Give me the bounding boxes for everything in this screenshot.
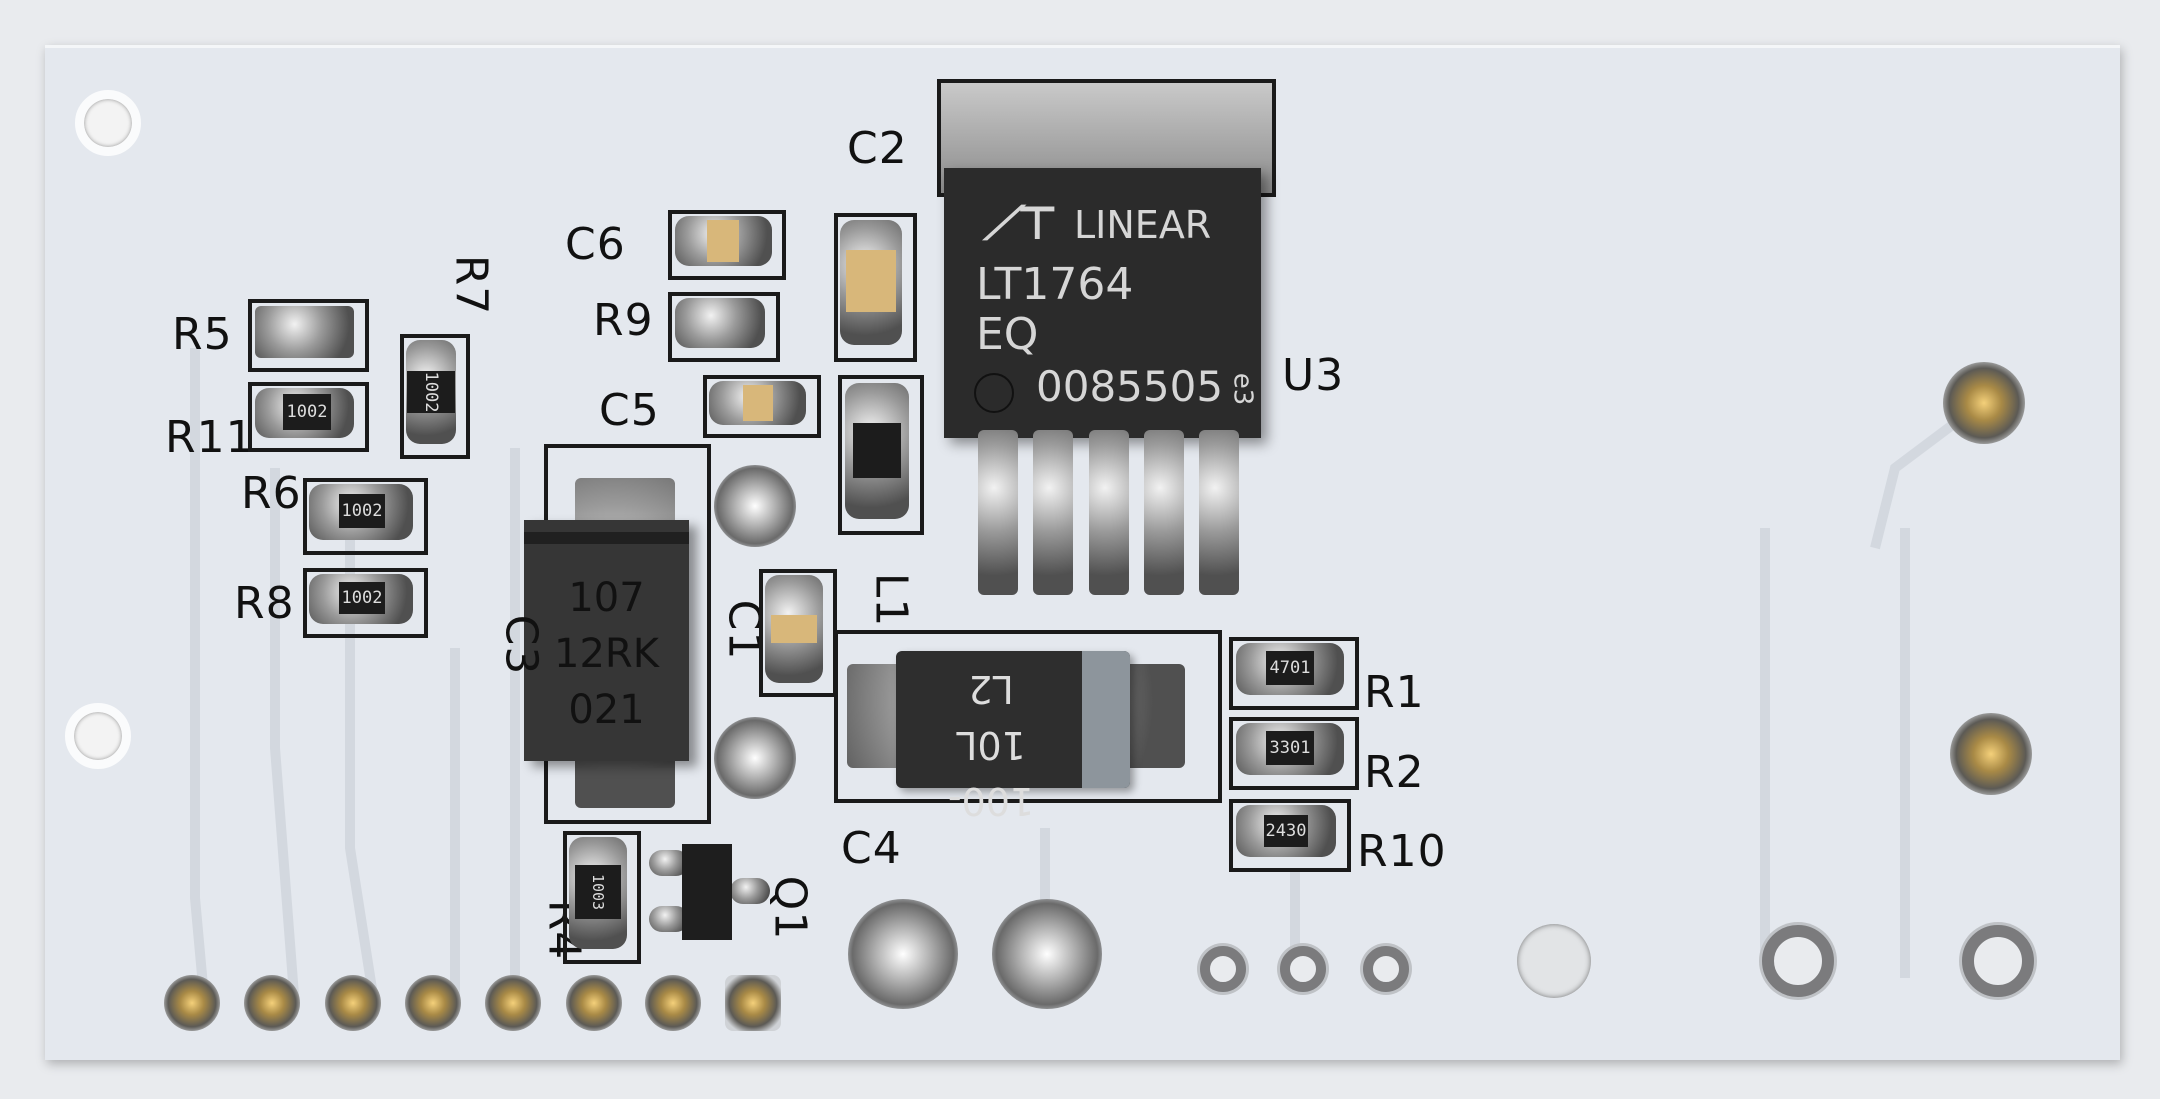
power-pad	[992, 899, 1102, 1009]
pin1-dimple	[974, 373, 1014, 413]
r10-outline	[1229, 799, 1351, 872]
r1-outline	[1229, 637, 1359, 710]
plated-hole	[1962, 925, 2034, 997]
small-hole	[1363, 946, 1409, 992]
mounting-hole	[75, 90, 141, 156]
silk-r6: R6	[241, 468, 302, 519]
r5-outline	[248, 299, 369, 372]
silk-r1: R1	[1364, 667, 1425, 718]
r11-outline	[248, 382, 369, 452]
silk-r7: R7	[445, 254, 497, 316]
silk-c2: C2	[847, 123, 908, 174]
q1-transistor	[682, 844, 732, 940]
d-outline	[838, 375, 924, 535]
silk-r11: R11	[165, 412, 255, 463]
r11-resistor: 1002	[255, 388, 354, 438]
silk-c6: C6	[565, 219, 626, 270]
small-hole	[1280, 946, 1326, 992]
r2-resistor: 3301	[1236, 723, 1344, 775]
mounting-hole	[65, 703, 131, 769]
r6-resistor: 1002	[309, 484, 413, 540]
pcb-board: ⟋⊤ LINEAR LT1764 EQ 0085505 e3 Q1 U3 C2 …	[45, 45, 2120, 1060]
r4-outline	[563, 831, 641, 964]
silk-r9: R9	[593, 295, 654, 346]
r2-outline	[1229, 717, 1359, 790]
diode	[845, 383, 909, 519]
silk-c4: C4	[841, 823, 902, 874]
q1-pad	[730, 878, 770, 904]
unplated-hole	[1517, 924, 1591, 998]
silk-u3: U3	[1282, 350, 1345, 401]
small-hole	[1200, 946, 1246, 992]
silk-r5: R5	[172, 309, 233, 360]
power-pad	[848, 899, 958, 1009]
chip-mark: e3	[1227, 372, 1258, 406]
chip-part-number: LT1764	[976, 259, 1134, 310]
silk-r10: R10	[1357, 826, 1447, 877]
u3-chip: ⟋⊤ LINEAR LT1764 EQ 0085505 e3	[944, 168, 1261, 438]
c2-capacitor	[840, 220, 902, 345]
r4-resistor: 1003	[569, 837, 627, 949]
c1-capacitor	[765, 575, 823, 683]
silk-c3: C3	[495, 614, 547, 676]
l2-outline	[834, 630, 1222, 803]
r1-resistor: 4701	[1236, 643, 1344, 695]
chip-suffix: EQ	[976, 309, 1039, 360]
c5-outline	[703, 375, 821, 438]
r8-resistor: 1002	[309, 574, 413, 624]
r6-outline	[303, 478, 428, 555]
r8-outline	[303, 568, 428, 638]
chip-brand: LINEAR	[1074, 203, 1212, 247]
wire-via	[1943, 362, 2025, 444]
via	[714, 717, 796, 799]
linear-logo-icon: ⟋⊤	[984, 196, 1059, 250]
c6-outline	[668, 210, 786, 280]
c5-capacitor	[709, 381, 806, 425]
r10-resistor: 2430	[1236, 805, 1336, 857]
plated-hole	[1762, 925, 1834, 997]
silk-r8: R8	[234, 578, 295, 629]
c2-outline	[834, 213, 917, 362]
silk-q1: Q1	[764, 875, 816, 941]
silk-c5: C5	[599, 385, 660, 436]
r7-outline	[400, 334, 470, 459]
r7-resistor: 1002	[406, 340, 456, 444]
chip-lot: 0085505	[1036, 362, 1224, 411]
r9-outline	[668, 292, 780, 362]
via	[714, 465, 796, 547]
silk-r2: R2	[1364, 747, 1425, 798]
r9-jumper	[675, 298, 765, 348]
silk-l1: L1	[865, 572, 917, 628]
wire-via	[1950, 713, 2032, 795]
c6-capacitor	[675, 216, 772, 266]
r5-jumper	[255, 306, 354, 358]
